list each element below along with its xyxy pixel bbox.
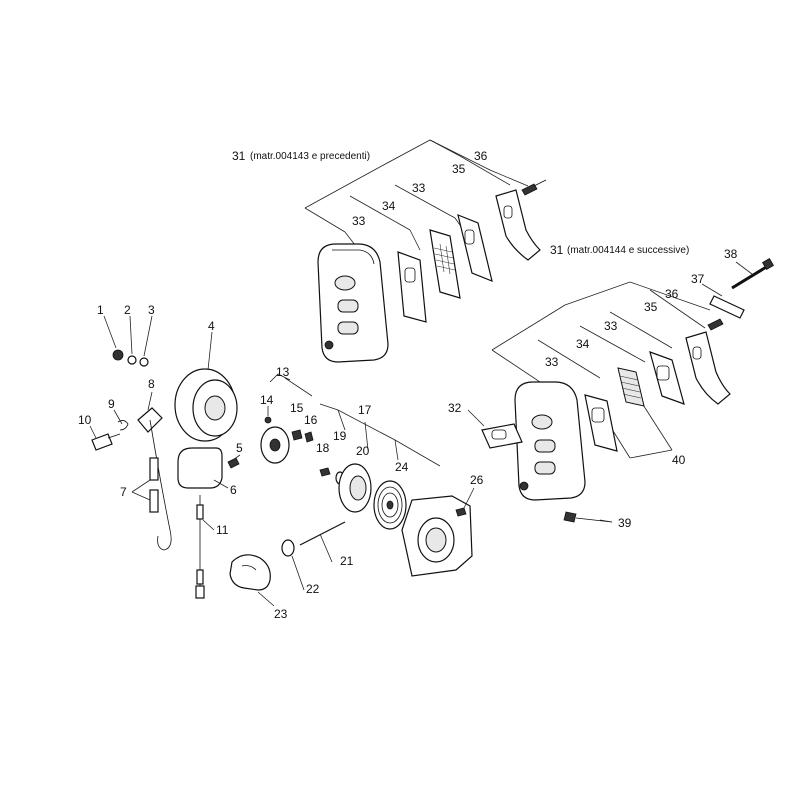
clutch xyxy=(260,426,290,464)
label-6: 6 xyxy=(230,483,237,497)
label-14: 14 xyxy=(260,393,274,407)
label-36-new: 36 xyxy=(665,287,679,301)
label-33-new-b: 33 xyxy=(604,319,618,333)
label-34-new: 34 xyxy=(576,337,590,351)
recoil-spring xyxy=(373,480,407,530)
label-22: 22 xyxy=(306,582,320,596)
plug-cap xyxy=(137,391,163,433)
gasket-32 xyxy=(481,423,523,449)
spark-screen-new xyxy=(617,367,645,407)
bolt-38 xyxy=(731,257,775,290)
label-2: 2 xyxy=(124,303,131,317)
label-11: 11 xyxy=(216,523,229,537)
pulley xyxy=(338,463,372,513)
callout-labels: 1 2 3 4 5 6 7 8 9 10 11 13 14 15 16 17 1… xyxy=(78,149,738,621)
label-20: 20 xyxy=(356,444,370,458)
flywheel-group xyxy=(91,315,240,599)
caption-new-number: 31 xyxy=(550,243,564,257)
label-39: 39 xyxy=(618,516,632,530)
muffler-body-old xyxy=(317,243,389,363)
group-captions: 31 (matr.004143 e precedenti) 31 (matr.0… xyxy=(232,149,689,257)
caption-old-text: (matr.004143 e precedenti) xyxy=(250,151,370,162)
starter-housing xyxy=(401,495,473,577)
label-leaders xyxy=(89,261,753,607)
label-10: 10 xyxy=(78,413,92,427)
gasket-old xyxy=(397,251,427,323)
muffler-body-new xyxy=(514,381,586,501)
label-38: 38 xyxy=(724,247,738,261)
label-18: 18 xyxy=(316,441,330,455)
label-24: 24 xyxy=(395,460,409,474)
label-33-old-a: 33 xyxy=(352,214,366,228)
label-3: 3 xyxy=(148,303,155,317)
deflector-new xyxy=(685,331,731,405)
caption-new-text: (matr.004144 e successive) xyxy=(567,245,689,256)
label-32: 32 xyxy=(448,401,462,415)
label-37: 37 xyxy=(691,272,705,286)
stop-wire xyxy=(195,495,205,599)
label-33-new-a: 33 xyxy=(545,355,559,369)
starter-group xyxy=(229,373,473,591)
label-19: 19 xyxy=(333,429,347,443)
label-36-old: 36 xyxy=(474,149,488,163)
plate-37 xyxy=(709,295,745,319)
label-1: 1 xyxy=(97,303,104,317)
label-15: 15 xyxy=(290,401,304,415)
deflector-old xyxy=(495,189,541,261)
spark-plug xyxy=(91,433,121,451)
label-9: 9 xyxy=(108,397,115,411)
label-7: 7 xyxy=(120,485,127,499)
flywheel xyxy=(174,331,238,442)
label-35-old: 35 xyxy=(452,162,466,176)
label-34-old: 34 xyxy=(382,199,396,213)
starter-handle xyxy=(229,554,271,591)
spark-screen-old xyxy=(429,229,461,299)
label-21: 21 xyxy=(340,554,354,568)
screw-new xyxy=(707,318,724,331)
label-8: 8 xyxy=(148,377,155,391)
gasket-new xyxy=(584,394,618,452)
label-26: 26 xyxy=(470,473,484,487)
label-40: 40 xyxy=(672,453,686,467)
rope-bushing xyxy=(281,539,295,557)
gasket-new-2 xyxy=(649,351,685,405)
label-17: 17 xyxy=(358,403,372,417)
label-33-old-b: 33 xyxy=(412,181,426,195)
muffler-group-old xyxy=(304,139,547,363)
gasket-old-2 xyxy=(457,214,493,282)
label-23: 23 xyxy=(274,607,288,621)
label-5: 5 xyxy=(236,441,243,455)
label-35-new: 35 xyxy=(644,300,658,314)
screw-old xyxy=(521,179,547,196)
caption-old-number: 31 xyxy=(232,149,246,163)
muffler-group-new xyxy=(481,257,775,523)
label-16: 16 xyxy=(304,413,318,427)
label-13: 13 xyxy=(276,365,290,379)
label-4: 4 xyxy=(208,319,215,333)
